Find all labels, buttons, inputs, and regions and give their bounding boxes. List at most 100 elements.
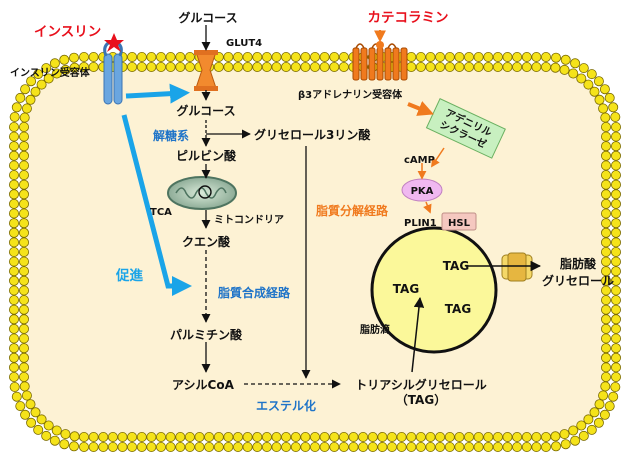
membrane-bead (8, 179, 19, 190)
membrane-bead (425, 62, 436, 73)
membrane-bead (88, 62, 99, 73)
membrane-bead (338, 441, 349, 452)
membrane-bead (329, 441, 340, 452)
membrane-bead (435, 52, 446, 63)
membrane-bead (463, 441, 474, 452)
insulin-receptor-icon (103, 40, 123, 105)
membrane-bead (18, 198, 29, 209)
cytoplasm (21, 64, 609, 440)
membrane-bead (406, 62, 417, 73)
membrane-bead (223, 62, 234, 73)
membrane-bead (261, 431, 272, 442)
membrane-bead (127, 431, 138, 442)
glycolysis-label: 解糖系 (153, 128, 189, 143)
membrane-bead (601, 275, 612, 286)
membrane-bead (175, 441, 186, 452)
membrane-bead (43, 420, 54, 431)
membrane-bead (223, 431, 234, 442)
membrane-bead (8, 275, 19, 286)
membrane-bead (18, 227, 29, 238)
membrane-bead (175, 62, 186, 73)
membrane-bead (271, 441, 282, 452)
membrane-bead (69, 441, 80, 452)
membrane-bead (611, 285, 622, 296)
tag-label-line1: トリアシルグリセロール (355, 377, 487, 392)
membrane-bead (8, 150, 19, 161)
membrane-bead (604, 401, 615, 412)
membrane-bead (473, 62, 484, 73)
membrane-bead (18, 285, 29, 296)
plin1-label: PLIN1 (404, 218, 437, 229)
membrane-bead (36, 414, 47, 425)
membrane-bead (11, 102, 22, 113)
glycerol-3-phosphate-label: グリセロール3リン酸 (254, 127, 371, 142)
membrane-bead (18, 141, 29, 152)
membrane-bead (338, 431, 349, 442)
membrane-bead (252, 62, 263, 73)
hsl-label: HSL (448, 218, 471, 229)
membrane-bead (59, 439, 70, 450)
membrane-bead (601, 198, 612, 209)
membrane-bead (568, 68, 579, 79)
membrane-bead (15, 401, 26, 412)
membrane-bead (213, 441, 224, 452)
fatty-acid-transporter-icon (501, 252, 533, 282)
membrane-bead (18, 122, 29, 133)
membrane-bead (21, 390, 32, 401)
glucose-outer-label: グルコース (178, 10, 237, 25)
membrane-bead (8, 304, 19, 315)
membrane-bead (611, 170, 622, 181)
membrane-bead (586, 424, 597, 435)
membrane-bead (550, 431, 561, 442)
membrane-bead (136, 441, 147, 452)
membrane-bead (300, 52, 311, 63)
hsl-box (441, 212, 477, 231)
membrane-bead (136, 62, 147, 73)
membrane-bead (60, 429, 71, 440)
promotion-label: 促進 (115, 267, 143, 284)
membrane-bead (611, 295, 622, 306)
membrane-bead (541, 431, 552, 442)
membrane-bead (69, 52, 80, 63)
membrane-bead (386, 431, 397, 442)
membrane-bead (155, 441, 166, 452)
membrane-bead (8, 160, 19, 171)
membrane-bead (117, 441, 128, 452)
tag-droplet-c: TAG (445, 302, 471, 316)
membrane-bead (18, 362, 29, 373)
membrane-bead (59, 54, 70, 65)
cell-membrane (8, 52, 622, 452)
membrane-bead (611, 141, 622, 152)
membrane-bead (19, 381, 30, 392)
membrane-bead (8, 285, 19, 296)
membrane-bead (165, 52, 176, 63)
membrane-bead (415, 52, 426, 63)
membrane-bead (593, 76, 604, 87)
membrane-bead (117, 431, 128, 442)
membrane-bead (601, 256, 612, 267)
membrane-bead (435, 431, 446, 442)
membrane-bead (454, 441, 465, 452)
membrane-bead (608, 391, 619, 402)
membrane-bead (377, 431, 388, 442)
membrane-bead (155, 52, 166, 63)
membrane-bead (600, 112, 611, 123)
membrane-bead (18, 237, 29, 248)
membrane-bead (521, 431, 532, 442)
membrane-bead (463, 431, 474, 442)
membrane-bead (41, 63, 52, 74)
membrane-bead (8, 227, 19, 238)
membrane-bead (415, 62, 426, 73)
beta3-receptor-label: β3アドレナリン受容体 (298, 88, 403, 101)
membrane-bead (559, 64, 570, 75)
membrane-bead (252, 52, 263, 63)
membrane-bead (358, 441, 369, 452)
membrane-bead (601, 362, 612, 373)
membrane-bead (604, 92, 615, 103)
pka-label: PKA (411, 186, 434, 197)
membrane-bead (107, 441, 118, 452)
membrane-bead (415, 431, 426, 442)
membrane-bead (18, 323, 29, 334)
membrane-bead (88, 52, 99, 63)
membrane-bead (531, 431, 542, 442)
